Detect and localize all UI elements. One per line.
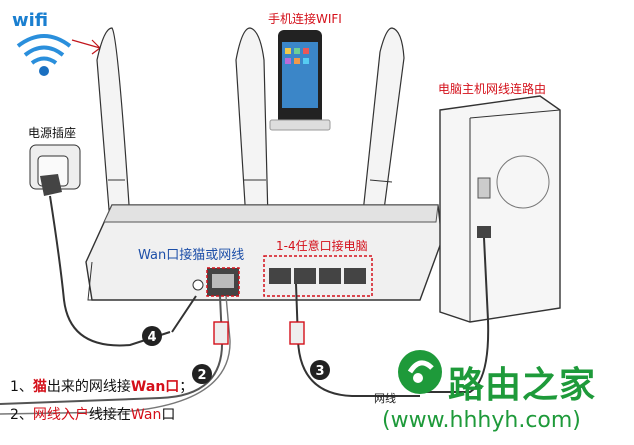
note-2-prefix: 2、 — [10, 407, 33, 423]
note-2-suffix: 口 — [161, 407, 176, 423]
svg-text:2: 2 — [197, 368, 206, 383]
wan-cable-alt — [0, 295, 231, 415]
note-1: 1、猫出来的网线接Wan口； — [10, 376, 193, 396]
wifi-label: wifi — [12, 10, 49, 31]
note-1-suffix: ； — [179, 379, 194, 395]
brand-url[interactable]: (www.hhhyh.com) — [382, 408, 581, 433]
svg-text:4: 4 — [147, 330, 156, 345]
antenna-middle — [235, 27, 269, 221]
power-outlet-label: 电源插座 — [28, 126, 77, 140]
marker-2: 2 — [192, 364, 212, 384]
note-1-text: 出来的网线接 — [46, 379, 131, 395]
power-outlet — [29, 144, 171, 347]
wan-port-label: Wan口接猫或网线 — [138, 248, 245, 263]
pc-label: 电脑主机网线连路由 — [438, 82, 547, 96]
power-port — [192, 279, 204, 291]
note-1-prefix: 1、 — [10, 379, 33, 395]
note-2-text: 线接在 — [88, 407, 131, 423]
lan-ports-frame — [263, 255, 373, 297]
note-2-highlight-2: Wan — [130, 407, 162, 423]
note-2: 2、网线入户线接在Wan口 — [10, 404, 175, 424]
antenna-left — [96, 27, 131, 223]
lan-ports — [269, 268, 366, 284]
wan-plug — [213, 321, 229, 345]
power-cable — [171, 295, 197, 333]
antenna-right — [361, 27, 405, 226]
pc-tower — [420, 95, 561, 393]
brand-logo-icon — [398, 350, 442, 394]
pointer-arrow — [71, 39, 101, 55]
router-body — [85, 204, 443, 301]
note-1-highlight-2: Wan口 — [130, 379, 180, 395]
phone — [269, 30, 331, 131]
wifi-icon — [16, 34, 72, 76]
svg-text:3: 3 — [315, 364, 324, 379]
lan-plug — [289, 321, 305, 345]
cable-label: 网线 — [374, 392, 396, 405]
pc-cable — [420, 237, 490, 393]
note-1-highlight-1: 猫 — [32, 379, 47, 395]
marker-3: 3 — [310, 360, 330, 380]
brand-name: 路由之家 — [448, 365, 597, 406]
phone-label: 手机连接WIFI — [268, 12, 342, 26]
marker-4: 4 — [142, 326, 162, 346]
lan-port-label: 1-4任意口接电脑 — [276, 239, 368, 253]
note-2-highlight-1: 网线入户 — [32, 407, 89, 423]
